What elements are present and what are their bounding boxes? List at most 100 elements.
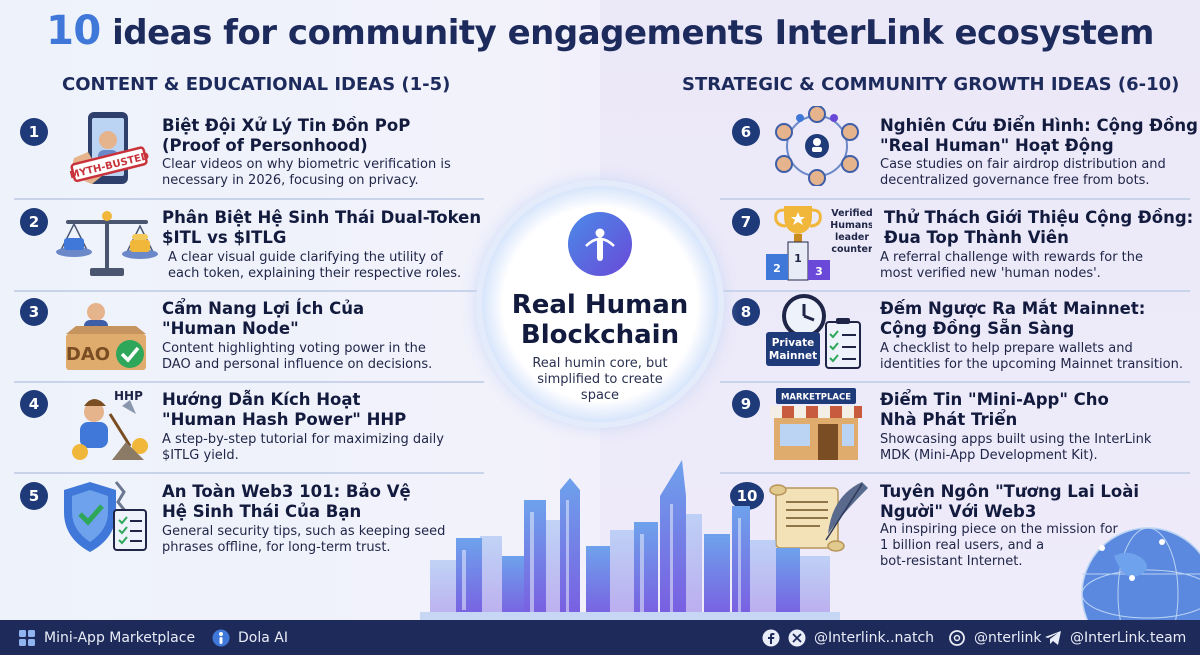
svg-text:counter: counter (831, 244, 872, 255)
telegram-icon (1044, 629, 1062, 647)
svg-text:DAO: DAO (66, 344, 110, 365)
idea-heading-line: Phân Biệt Hệ Sinh Thái Dual-Token (162, 208, 482, 227)
idea-heading-line: Tuyên Ngôn "Tương Lai Loài (880, 482, 1139, 501)
divider (14, 198, 484, 200)
idea-description-line: Showcasing apps built using the InterLin… (880, 432, 1152, 447)
idea-description-line: Content highlighting voting power in the (162, 341, 426, 356)
idea-description: A clear visual guide clarifying the util… (168, 250, 461, 282)
center-title-line: Real Human (511, 290, 689, 320)
idea-heading: Đếm Ngược Ra Mắt Mainnet: Cộng Đồng Sẵn … (880, 299, 1145, 339)
idea-description-line: each token, explaining their respective … (168, 266, 462, 281)
idea-number-badge: 5 (20, 482, 48, 510)
idea-heading: An Toàn Web3 101: Bảo Vệ Hệ Sinh Thái Củ… (162, 482, 411, 522)
interlink-logo-icon (568, 212, 632, 276)
center-subtitle: Real humin core, but simplified to creat… (500, 356, 700, 404)
globe-network-illustration (1062, 508, 1200, 655)
shield-checklist-icon (52, 476, 162, 556)
scroll-quill-icon (766, 478, 876, 558)
idea-description-line: decentralized governance free from bots. (880, 173, 1150, 188)
idea-description-line: $ITLG yield. (162, 448, 239, 463)
marketplace-store-icon: MARKETPLACE (762, 384, 872, 464)
svg-text:2: 2 (773, 262, 781, 275)
divider (14, 472, 484, 474)
idea-description: General security tips, such as keeping s… (162, 524, 445, 556)
idea-heading-line: "Human Hash Power" HHP (162, 410, 407, 429)
idea-number-badge: 6 (732, 118, 760, 146)
miner-icon: HHP (52, 384, 162, 464)
idea-heading-line: "Human Node" (162, 319, 299, 338)
idea-number-badge: 10 (730, 482, 764, 510)
community-network-icon (762, 105, 872, 187)
svg-text:MARKETPLACE: MARKETPLACE (781, 393, 851, 403)
footer-threads-handle: @nterlink (974, 630, 1042, 646)
idea-heading-line: Nhà Phát Triển (880, 410, 1018, 429)
idea-description-line: An inspiring piece on the mission for (880, 522, 1118, 537)
idea-number-badge: 7 (732, 208, 760, 236)
svg-text:HHP: HHP (114, 389, 143, 403)
footer-social-handle: @Interlink..natch (814, 630, 935, 646)
idea-description-line: MDK (Mini-App Development Kit). (880, 448, 1098, 463)
divider (720, 290, 1190, 292)
idea-number-badge: 9 (732, 390, 760, 418)
footer-social-link[interactable]: @Interlink..natch (762, 629, 934, 647)
idea-heading-line: Biệt Đội Xử Lý Tin Đồn PoP (162, 116, 411, 135)
idea-heading-line: Điểm Tin "Mini-App" Cho (880, 390, 1109, 409)
divider (720, 198, 1190, 200)
svg-text:Humans: Humans (830, 220, 872, 231)
idea-description-line: General security tips, such as keeping s… (162, 524, 446, 539)
idea-heading: Phân Biệt Hệ Sinh Thái Dual-Token $ITL v… (162, 208, 481, 248)
idea-heading-line: Nghiên Cứu Điển Hình: Cộng Đồng (880, 116, 1198, 135)
page-title: 10 ideas for community engagements Inter… (0, 8, 1200, 54)
threads-icon (948, 629, 966, 647)
divider (720, 472, 1190, 474)
center-subtitle-line: simplified to create (537, 372, 663, 387)
idea-heading-line: Người" Với Web3 (880, 502, 1037, 521)
title-text: ideas for community engagements InterLin… (100, 13, 1154, 53)
svg-text:Verified: Verified (831, 208, 872, 219)
idea-heading-line: "Real Human" Hoạt Động (880, 136, 1114, 155)
center-subtitle-line: space (580, 388, 620, 403)
idea-heading: Biệt Đội Xử Lý Tin Đồn PoP (Proof of Per… (162, 116, 410, 156)
idea-description-line: most verified new 'human nodes'. (880, 266, 1101, 281)
idea-description: A step-by-step tutorial for maximizing d… (162, 432, 444, 464)
dola-logo-icon (212, 629, 230, 647)
idea-description-line: DAO and personal influence on decisions. (162, 357, 433, 372)
footer-telegram-link[interactable]: @InterLink.team (1044, 629, 1186, 647)
idea-heading-line: Cộng Đồng Sẵn Sàng (880, 319, 1075, 338)
footer-dola-link[interactable]: Dola AI (212, 629, 288, 647)
trophy-podium-icon: 2 1 3 Verified Humans leader counter (762, 202, 874, 282)
center-title: Real Human Blockchain (490, 290, 710, 350)
idea-heading-line: $ITL vs $ITLG (162, 228, 287, 247)
idea-number-badge: 8 (732, 298, 760, 326)
idea-description-line: A referral challenge with rewards for th… (880, 250, 1144, 265)
idea-heading-line: Hướng Dẫn Kích Hoạt (162, 390, 361, 409)
balance-scale-icon (52, 204, 162, 284)
idea-description-line: Clear videos on why biometric verificati… (162, 157, 451, 172)
svg-text:Mainnet: Mainnet (769, 350, 817, 362)
idea-description-line: A clear visual guide clarifying the util… (168, 250, 443, 265)
footer-threads-link[interactable]: @nterlink (948, 629, 1042, 647)
svg-text:leader: leader (835, 232, 869, 243)
idea-description-line: Case studies on fair airdrop distributio… (880, 157, 1166, 172)
idea-description-line: phrases offline, for long-term trust. (162, 540, 391, 555)
footer-telegram-handle: @InterLink.team (1070, 630, 1187, 646)
idea-heading-line: Hệ Sinh Thái Của Bạn (162, 502, 362, 521)
idea-description-line: 1 billion real users, and a (880, 538, 1045, 553)
divider (14, 290, 484, 292)
idea-description: A referral challenge with rewards for th… (880, 250, 1143, 282)
idea-heading-line: Đua Top Thành Viên (884, 228, 1069, 247)
grid-apps-icon (18, 629, 36, 647)
left-column-heading: CONTENT & EDUCATIONAL IDEAS (1-5) (62, 74, 451, 95)
idea-heading: Hướng Dẫn Kích Hoạt "Human Hash Power" H… (162, 390, 406, 430)
idea-heading: Điểm Tin "Mini-App" Cho Nhà Phát Triển (880, 390, 1109, 430)
idea-description: A checklist to help prepare wallets and … (880, 341, 1183, 373)
idea-description: Case studies on fair airdrop distributio… (880, 157, 1166, 189)
idea-heading-line: An Toàn Web3 101: Bảo Vệ (162, 482, 411, 501)
svg-text:1: 1 (794, 252, 802, 265)
footer-marketplace-label: Mini-App Marketplace (44, 630, 196, 646)
dao-ballot-box-icon: DAO (52, 294, 162, 374)
footer-marketplace-link[interactable]: Mini-App Marketplace (18, 629, 195, 647)
idea-description-line: A step-by-step tutorial for maximizing d… (162, 432, 444, 447)
city-skyline-illustration (420, 460, 840, 622)
idea-description: Showcasing apps built using the InterLin… (880, 432, 1151, 464)
